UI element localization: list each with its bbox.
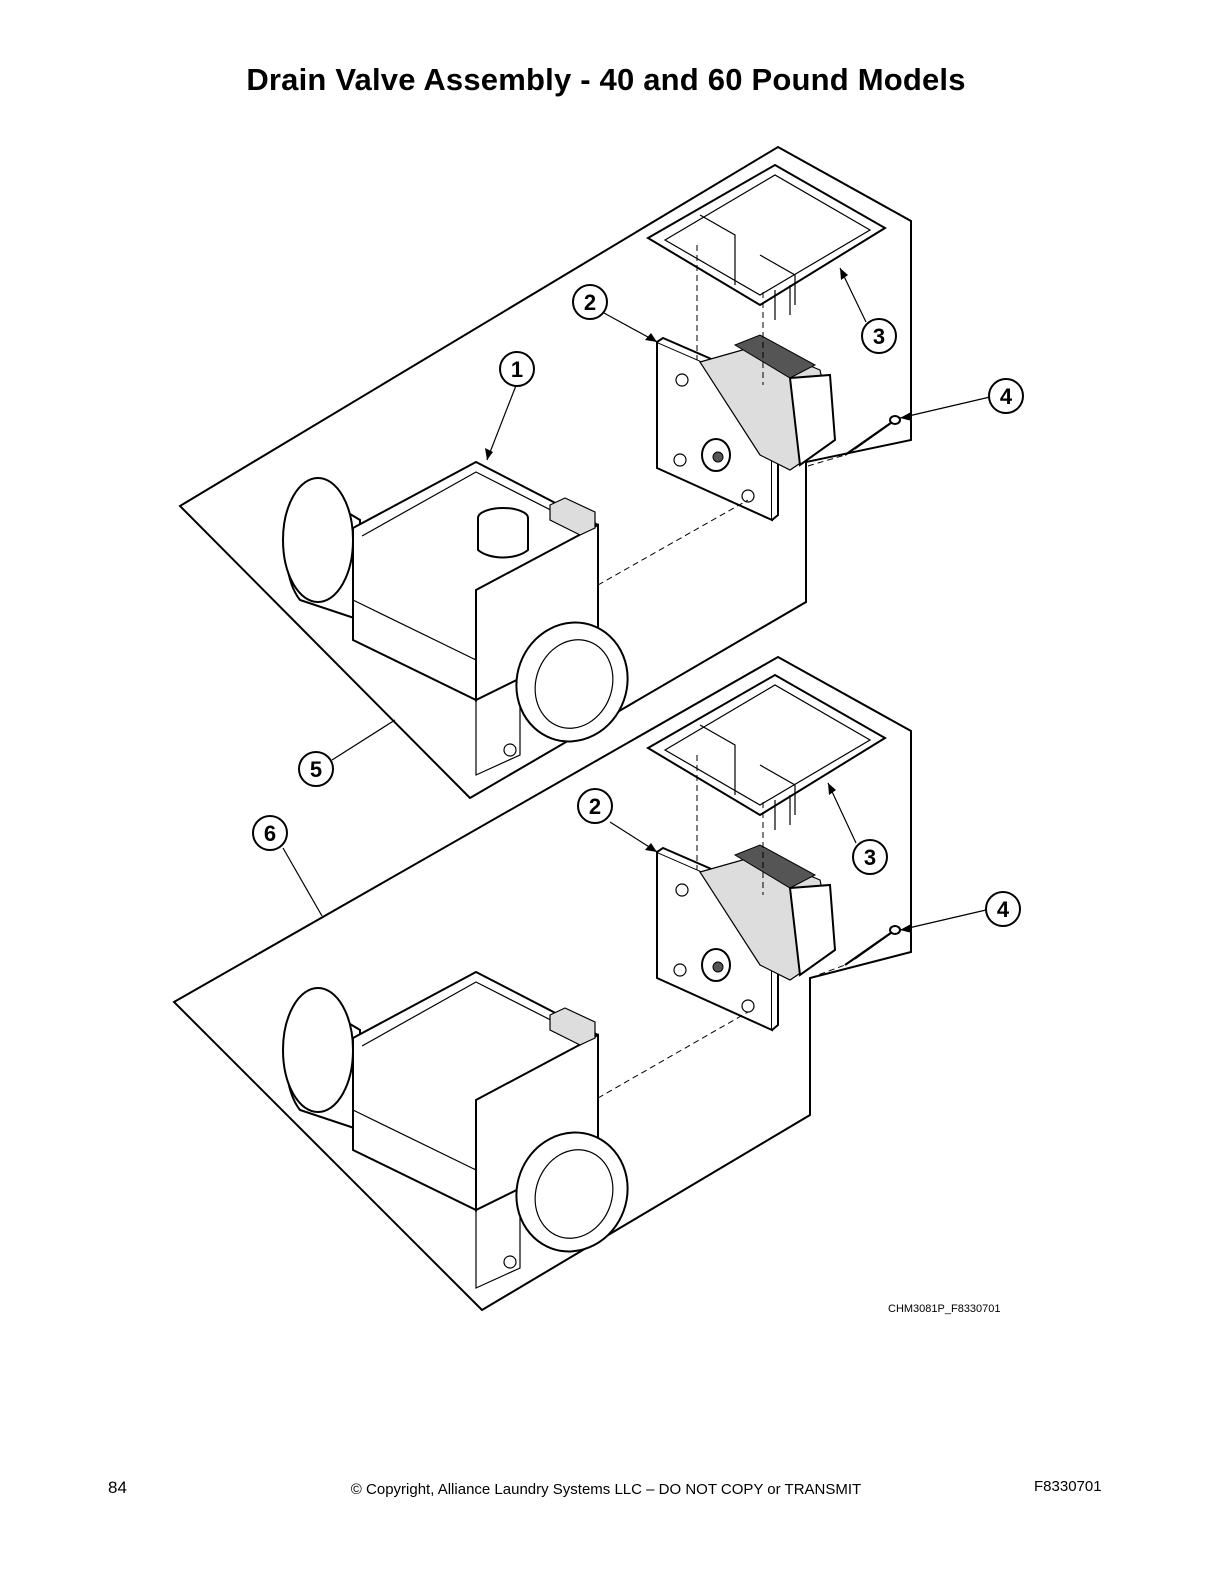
svg-text:6: 6 bbox=[264, 821, 276, 846]
svg-text:3: 3 bbox=[864, 845, 876, 870]
upper-assembly-outline bbox=[178, 145, 912, 800]
callout-2-lower: 2 bbox=[577, 788, 613, 824]
upper-valve-body bbox=[282, 460, 629, 776]
page-title: Drain Valve Assembly - 40 and 60 Pound M… bbox=[246, 62, 966, 97]
figure-id: CHM3081P_F8330701 bbox=[888, 1303, 1001, 1315]
lower-cover bbox=[646, 673, 887, 830]
upper-assembly bbox=[178, 145, 991, 800]
callout-6: 6 bbox=[252, 815, 288, 851]
lower-assembly bbox=[172, 655, 987, 1312]
callout-5: 5 bbox=[298, 751, 334, 787]
callout-4-upper: 4 bbox=[988, 378, 1024, 414]
svg-text:2: 2 bbox=[589, 794, 601, 819]
callout-2-upper: 2 bbox=[572, 284, 608, 320]
callout-4-lower: 4 bbox=[985, 891, 1021, 927]
callout-3-upper: 3 bbox=[861, 318, 897, 354]
document-code: F8330701 bbox=[1034, 1478, 1102, 1495]
lower-valve-body bbox=[282, 970, 629, 1289]
upper-motor-assembly bbox=[656, 334, 837, 522]
svg-text:2: 2 bbox=[584, 290, 596, 315]
upper-screw bbox=[844, 415, 901, 456]
svg-text:1: 1 bbox=[511, 357, 523, 382]
copyright-notice: © Copyright, Alliance Laundry Systems LL… bbox=[350, 1481, 862, 1498]
svg-text:4: 4 bbox=[997, 897, 1010, 922]
lower-screw bbox=[844, 925, 901, 966]
svg-text:3: 3 bbox=[873, 324, 885, 349]
callout-3-lower: 3 bbox=[852, 839, 888, 875]
svg-text:5: 5 bbox=[310, 757, 322, 782]
svg-text:4: 4 bbox=[1000, 384, 1013, 409]
lower-motor-assembly bbox=[656, 844, 837, 1032]
page-number: 84 bbox=[108, 1478, 127, 1497]
upper-cover bbox=[646, 163, 887, 320]
callout-1-upper: 1 bbox=[499, 351, 535, 387]
lower-assembly-outline bbox=[172, 655, 912, 1312]
